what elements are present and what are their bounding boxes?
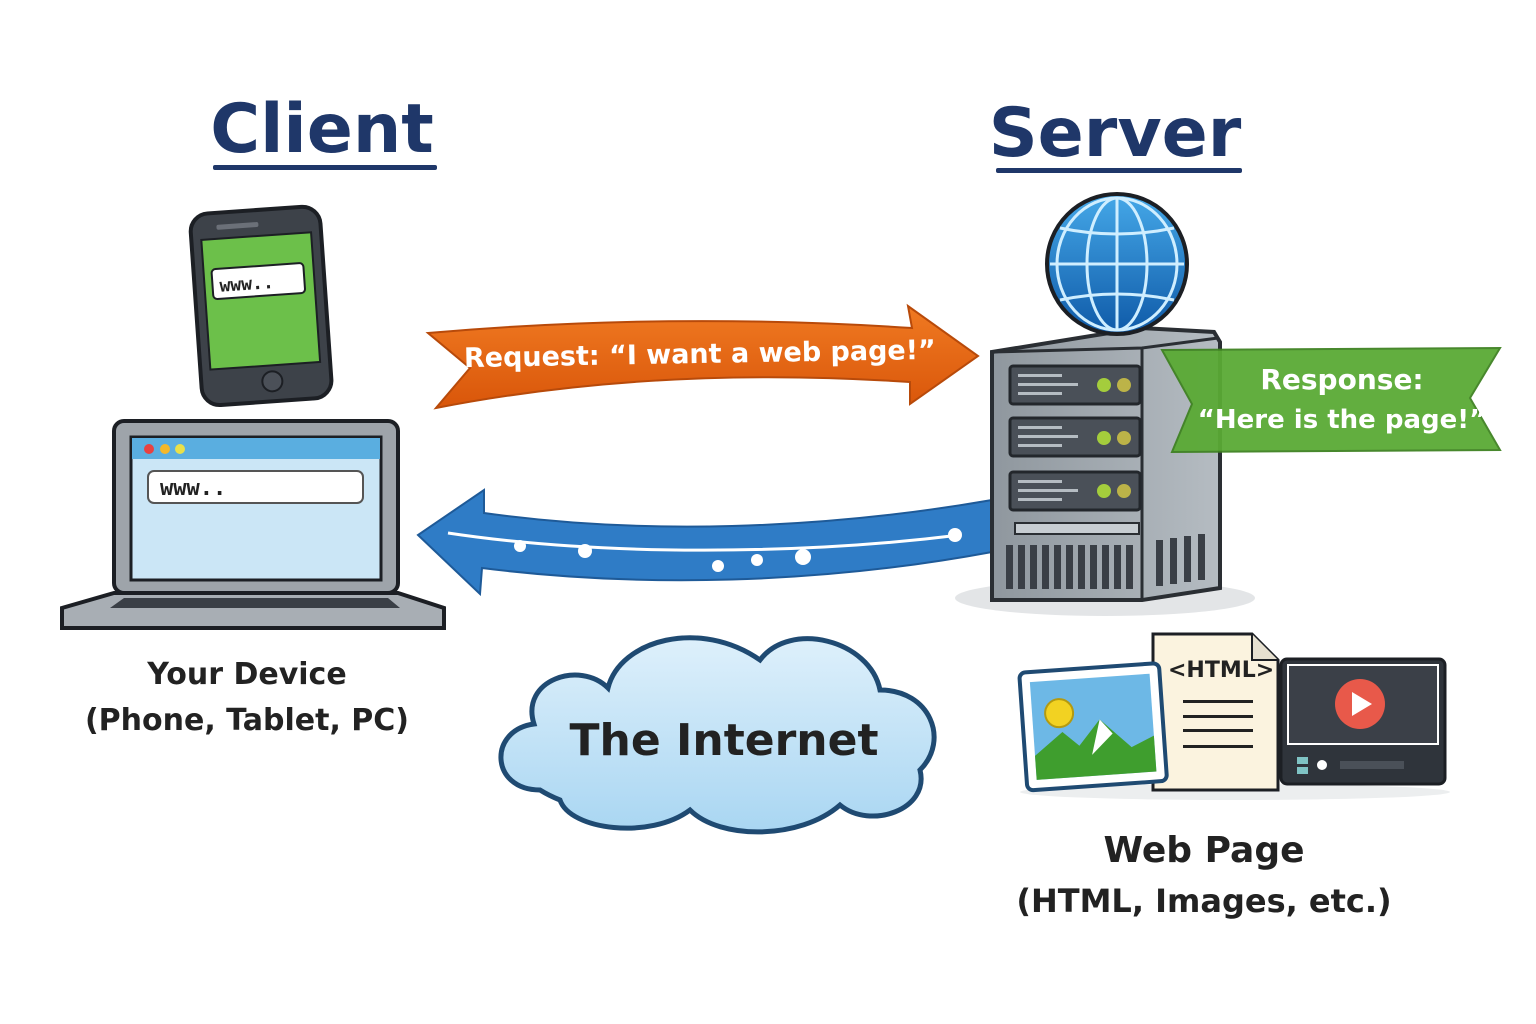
status-led <box>1097 431 1111 445</box>
video-player-icon <box>1279 657 1447 786</box>
response-label-line1: Response: <box>1260 363 1423 396</box>
server-drive-bay <box>1008 470 1142 512</box>
image-file-icon <box>1017 661 1169 793</box>
status-led <box>1117 484 1131 498</box>
phone-icon: www.. <box>188 204 334 408</box>
laptop-url-text: www.. <box>160 476 226 501</box>
status-led <box>1097 484 1111 498</box>
data-packet <box>712 560 724 572</box>
laptop-keyboard <box>110 598 400 608</box>
html-tag-text: <HTML> <box>1168 658 1274 683</box>
server-vent <box>1006 534 1205 589</box>
internet-cloud: The Internet <box>498 635 937 835</box>
response-banner: Response: “Here is the page!” <box>1160 346 1502 454</box>
laptop-icon: www.. <box>60 419 446 630</box>
laptop-url-bar <box>147 470 364 504</box>
web-page-caption-line1: Web Page <box>1103 830 1304 871</box>
phone-url-text: www.. <box>219 272 275 297</box>
client-caption-line1: Your Device <box>146 657 346 692</box>
html-document-icon: <HTML> <box>1151 632 1280 792</box>
data-packet <box>578 544 592 558</box>
phone-home-button <box>261 370 284 393</box>
internet-label: The Internet <box>570 715 879 766</box>
client-title: Client <box>210 90 434 169</box>
response-label-line2: “Here is the page!” <box>1198 405 1486 435</box>
window-close-dot <box>144 444 154 454</box>
status-led <box>1097 378 1111 392</box>
data-packet-trail <box>447 531 961 552</box>
sun-icon <box>1044 698 1075 729</box>
status-led <box>1117 431 1131 445</box>
client-heading: Client <box>210 90 437 170</box>
server-underline <box>996 168 1242 173</box>
window-minimize-dot <box>160 444 170 454</box>
client-caption-line2: (Phone, Tablet, PC) <box>85 703 409 738</box>
data-packet <box>514 540 526 552</box>
server-drive-bay <box>1008 364 1142 406</box>
window-maximize-dot <box>175 444 185 454</box>
phone-url-bar <box>210 262 306 300</box>
data-packet <box>751 554 763 566</box>
client-underline <box>213 165 437 170</box>
globe-icon <box>1045 192 1189 336</box>
server-tower-icon <box>990 325 1222 602</box>
data-packet <box>948 528 962 542</box>
data-packet <box>795 549 811 565</box>
server-title: Server <box>989 94 1242 173</box>
server-drive-bay <box>1008 416 1142 458</box>
assets-shadow <box>1020 784 1450 800</box>
request-arrow: Request: “I want a web page!” <box>425 303 980 410</box>
server-heading: Server <box>989 94 1242 173</box>
status-led <box>1117 378 1131 392</box>
web-page-caption-line2: (HTML, Images, etc.) <box>1016 882 1391 920</box>
phone-screen <box>200 231 322 371</box>
laptop-screen <box>129 435 383 582</box>
browser-title-bar <box>132 438 380 459</box>
response-arrow <box>416 488 993 597</box>
